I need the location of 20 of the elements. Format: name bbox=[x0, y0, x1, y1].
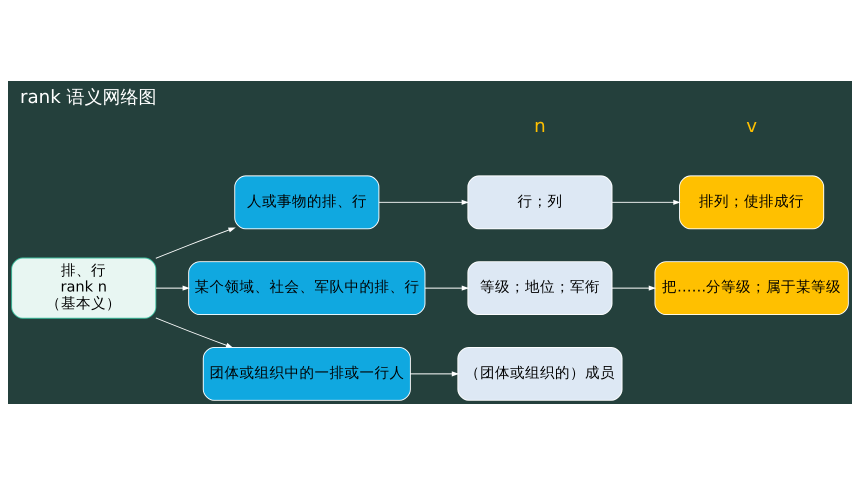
node-box: 等级；地位；军衔 bbox=[467, 260, 612, 315]
node-box: 人或事物的排、行 bbox=[234, 174, 380, 229]
node-box: 排列；使排成行 bbox=[679, 174, 824, 229]
node-box: （团体或组织的）成员 bbox=[457, 346, 623, 400]
node-box: 行；列 bbox=[467, 174, 612, 229]
arrow bbox=[155, 316, 234, 348]
label: n bbox=[534, 116, 546, 137]
node-box: 把……分等级；属于某等级 bbox=[654, 260, 849, 315]
arrow bbox=[612, 285, 656, 290]
node-box: 排、行 rank n （基本义） bbox=[11, 257, 156, 318]
node-box: 某个领域、社会、军队中的排、行 bbox=[188, 260, 426, 315]
diagram-title: rank 语义网络图 bbox=[20, 86, 157, 108]
arrow bbox=[410, 370, 460, 376]
arrow bbox=[155, 227, 236, 258]
node-box: 团体或组织中的一排或一行人 bbox=[202, 346, 411, 400]
arrow bbox=[155, 285, 190, 290]
arrow bbox=[612, 199, 681, 204]
label: v bbox=[746, 116, 758, 137]
arrow bbox=[424, 285, 470, 290]
arrow bbox=[378, 199, 469, 204]
